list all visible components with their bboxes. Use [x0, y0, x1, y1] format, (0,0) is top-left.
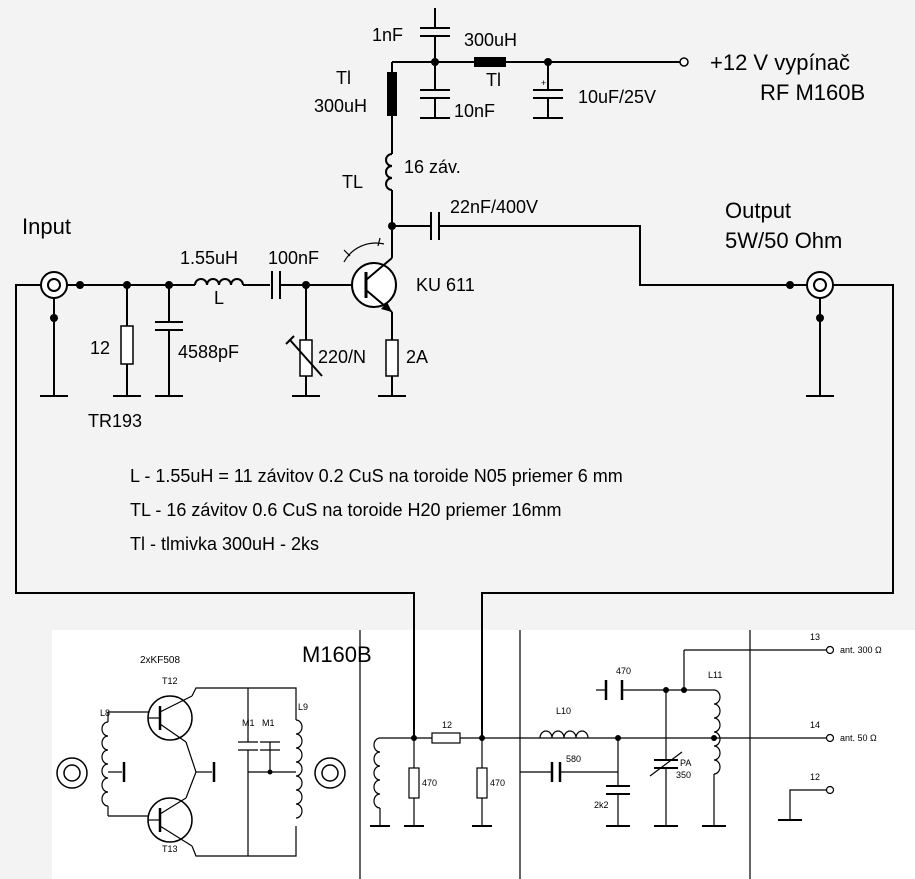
label-plus-sign: + [541, 78, 546, 88]
label-l8: L8 [100, 708, 110, 718]
label-m160b-title: M160B [302, 642, 372, 667]
label-t12: T12 [162, 676, 178, 686]
transistor-ku611 [351, 262, 397, 308]
supply-terminal [679, 57, 689, 67]
label-kf508: 2xKF508 [140, 655, 180, 666]
label-cap-22nf: 22nF/400V [450, 197, 538, 217]
label-ind-300uh-top: 300uH [464, 30, 517, 50]
label-r470b: 470 [490, 778, 505, 788]
tl-coil [385, 153, 393, 191]
label-tl-turns: 16 záv. [404, 157, 461, 177]
outer-loop-wiring [15, 284, 894, 740]
l-coil [194, 278, 244, 286]
label-r470a: 470 [422, 778, 437, 788]
label-tl-coil: TL [342, 172, 363, 192]
note-tl-choke: Tl - tlmivka 300uH - 2ks [130, 534, 319, 554]
note-l: L - 1.55uH = 11 závitov 0.2 CuS na toroi… [130, 466, 623, 486]
label-ant300: ant. 300 Ω [840, 645, 882, 655]
label-ant50: ant. 50 Ω [840, 733, 877, 743]
label-t13: T13 [162, 844, 178, 854]
label-c350: 350 [676, 770, 691, 780]
label-r12: 12 [442, 720, 452, 730]
label-cap-10nf: 10nF [454, 101, 495, 121]
label-pin13: 13 [810, 632, 820, 642]
label-l9: L9 [298, 702, 308, 712]
label-l10: L10 [556, 706, 571, 716]
label-supply: +12 V vypínač [710, 50, 850, 75]
note-tl: TL - 16 závitov 0.6 CuS na toroide H20 p… [130, 500, 562, 520]
label-output-spec: 5W/50 Ohm [725, 228, 842, 253]
label-c580: 580 [566, 754, 581, 764]
supply-section [385, 8, 820, 289]
output-network [359, 630, 835, 879]
label-m1b: M1 [262, 718, 275, 728]
label-transistor: KU 611 [416, 275, 475, 295]
label-tr193: TR193 [88, 411, 142, 431]
input-section [40, 237, 406, 397]
label-trimmer: 220/N [318, 347, 366, 367]
label-ind-l-value: 1.55uH [180, 248, 238, 268]
label-tl-top: Tl [486, 70, 501, 90]
label-cap-10uf: 10uF/25V [578, 87, 656, 107]
label-cap-1nf: 1nF [372, 25, 403, 45]
label-pin14: 14 [810, 720, 820, 730]
label-c470: 470 [616, 666, 631, 676]
output-section [806, 271, 834, 397]
label-pin12: 12 [810, 772, 820, 782]
choke-tl-left [387, 72, 397, 116]
label-cap-100nf: 100nF [268, 248, 319, 268]
label-supply-sub: RF M160B [760, 80, 865, 105]
label-l11: L11 [708, 670, 722, 680]
label-ind-l-name: L [214, 288, 224, 308]
label-res-2a: 2A [406, 347, 428, 367]
label-tl-left: Tl [336, 68, 351, 88]
label-300uh-left: 300uH [314, 96, 367, 116]
label-res-12: 12 [90, 338, 110, 358]
label-input-title: Input [22, 214, 71, 239]
label-cap-4588: 4588pF [178, 342, 239, 362]
label-output-title: Output [725, 198, 791, 223]
label-pa: PA [680, 758, 691, 768]
label-c2k2: 2k2 [594, 800, 609, 810]
m160b-board [52, 630, 915, 879]
label-m1a: M1 [242, 718, 255, 728]
push-pull-stage [56, 687, 346, 857]
